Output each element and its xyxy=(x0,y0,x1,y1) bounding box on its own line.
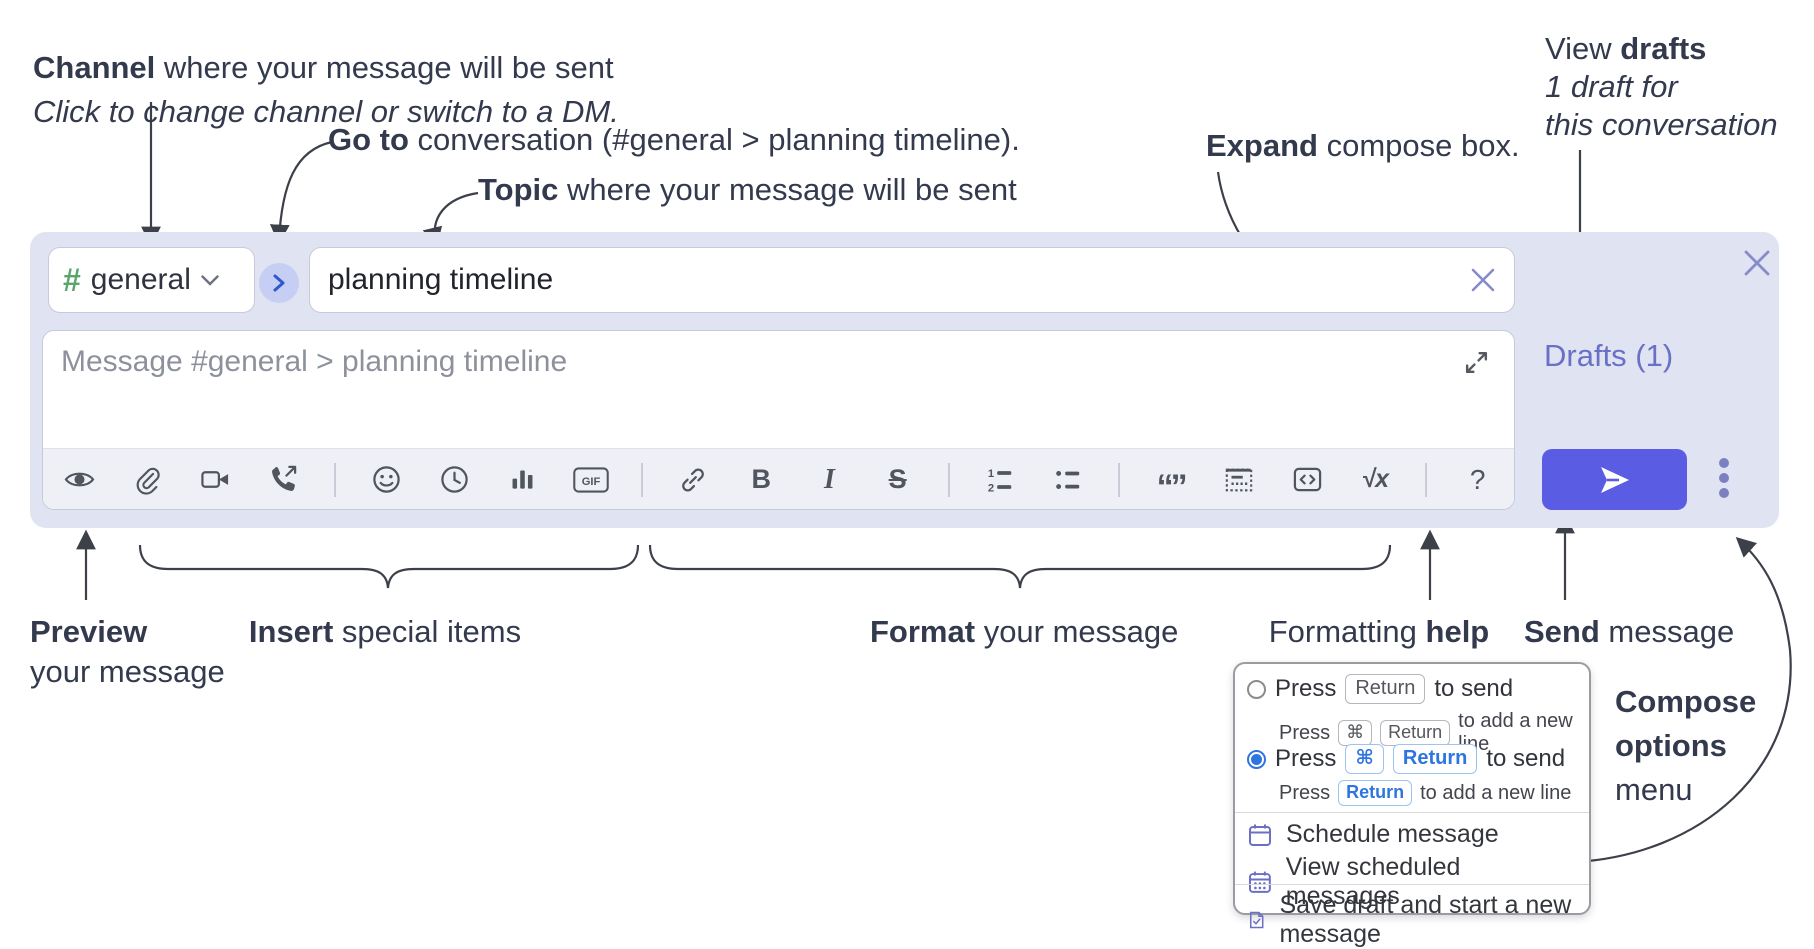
radio-unselected-icon[interactable] xyxy=(1247,679,1266,699)
return-keycap: Return xyxy=(1392,744,1478,774)
toolbar-divider xyxy=(640,462,643,497)
close-icon xyxy=(1744,250,1770,276)
channel-annotation: Channel where your message will be sent xyxy=(33,50,614,85)
svg-text:2: 2 xyxy=(988,482,994,494)
bold-icon[interactable]: B xyxy=(751,464,771,494)
toolbar-divider xyxy=(1425,462,1428,497)
chevron-down-icon xyxy=(201,274,219,286)
send-option-cmd-enter[interactable]: Press ⌘ Return to send xyxy=(1247,744,1579,774)
send-icon xyxy=(1600,466,1629,493)
channel-hash-icon: # xyxy=(63,261,81,298)
compose-options-kebab-icon[interactable] xyxy=(1717,454,1731,507)
message-input[interactable]: Message #general > planning timeline xyxy=(43,331,1514,448)
radio-selected-icon[interactable] xyxy=(1247,749,1266,769)
message-compose-area: Message #general > planning timeline xyxy=(42,330,1515,510)
attach-paperclip-icon[interactable] xyxy=(129,462,165,498)
menu-item-view-scheduled[interactable]: View scheduled messages xyxy=(1247,853,1579,911)
send-option-cmd-enter-sub: Press Return to add a new line xyxy=(1279,780,1579,806)
cmd-keycap: ⌘ xyxy=(1338,720,1373,746)
return-keycap: Return xyxy=(1380,720,1451,746)
format-annotation: Format your message xyxy=(870,614,1179,649)
compose-toolbar: GIF B I S 1 2 xyxy=(43,448,1514,509)
save-draft-icon xyxy=(1249,911,1264,929)
goto-conversation-button[interactable] xyxy=(259,263,299,303)
video-call-icon[interactable] xyxy=(197,462,233,498)
quote-icon[interactable]: “” xyxy=(1156,467,1188,506)
toolbar-divider xyxy=(947,462,950,497)
time-clock-icon[interactable] xyxy=(436,462,472,498)
bulleted-list-icon[interactable] xyxy=(1050,462,1086,498)
send-option-enter-sub: Press ⌘ Return to add a new line xyxy=(1279,710,1579,756)
italic-icon[interactable]: I xyxy=(823,463,835,495)
poll-chart-icon[interactable] xyxy=(504,462,540,498)
toolbar-divider xyxy=(333,462,336,497)
svg-text:GIF: GIF xyxy=(581,476,600,488)
voice-call-icon[interactable] xyxy=(266,462,302,498)
return-keycap: Return xyxy=(1345,674,1426,704)
svg-text:1: 1 xyxy=(988,468,994,480)
menu-divider xyxy=(1235,812,1589,813)
menu-item-schedule-message[interactable]: Schedule message xyxy=(1247,820,1579,849)
spoiler-icon[interactable] xyxy=(1221,462,1257,498)
compose-box-panel: # general planning timeline Message #gen… xyxy=(30,232,1779,528)
compose-options-annotation: Compose options menu xyxy=(1615,684,1757,807)
preview-annotation: Preview your message xyxy=(30,614,225,689)
menu-item-save-draft[interactable]: Save draft and start a new message xyxy=(1247,891,1579,949)
topic-annotation: Topic where your message will be sent xyxy=(478,172,1017,207)
send-annotation: Send message xyxy=(1524,614,1735,649)
cmd-keycap: ⌘ xyxy=(1345,744,1384,774)
help-icon[interactable]: ? xyxy=(1469,463,1486,495)
link-icon[interactable] xyxy=(675,462,711,498)
code-icon[interactable] xyxy=(1289,462,1325,498)
gif-icon[interactable]: GIF xyxy=(572,462,609,498)
message-placeholder: Message #general > planning timeline xyxy=(61,345,568,378)
menu-divider xyxy=(1235,884,1589,885)
calendar-icon xyxy=(1249,824,1271,846)
drafts-link[interactable]: Drafts (1) xyxy=(1544,338,1674,373)
topic-input[interactable]: planning timeline xyxy=(309,247,1515,313)
drafts-annotation: View drafts 1 draft for this conversatio… xyxy=(1545,31,1778,142)
math-icon[interactable]: √x xyxy=(1361,465,1390,493)
send-button[interactable] xyxy=(1542,449,1687,510)
channel-annotation-sub: Click to change channel or switch to a D… xyxy=(33,94,619,129)
numbered-list-icon[interactable]: 1 2 xyxy=(982,462,1018,498)
clear-topic-icon[interactable] xyxy=(1470,267,1496,293)
topic-value: planning timeline xyxy=(328,263,554,296)
channel-selector[interactable]: # general xyxy=(48,247,255,313)
formatting-help-annotation: Formatting help xyxy=(1268,614,1490,649)
insert-annotation: Insert special items xyxy=(248,614,522,649)
return-keycap: Return xyxy=(1338,780,1413,806)
expand-annotation: Expand compose box. xyxy=(1206,128,1520,163)
emoji-icon[interactable] xyxy=(368,462,404,498)
chevron-right-icon xyxy=(273,274,285,292)
preview-eye-icon[interactable] xyxy=(61,462,97,498)
goto-annotation: Go to conversation (#general > planning … xyxy=(328,122,1020,157)
expand-compose-icon[interactable] xyxy=(1463,349,1490,376)
send-option-enter[interactable]: Press Return to send xyxy=(1247,674,1579,704)
compose-options-menu: Press Return to send Press ⌘ Return to a… xyxy=(1233,662,1591,948)
strikethrough-icon[interactable]: S xyxy=(888,464,907,494)
channel-name: general xyxy=(90,263,191,296)
toolbar-divider xyxy=(1118,462,1121,497)
close-compose-button[interactable] xyxy=(1741,247,1773,279)
